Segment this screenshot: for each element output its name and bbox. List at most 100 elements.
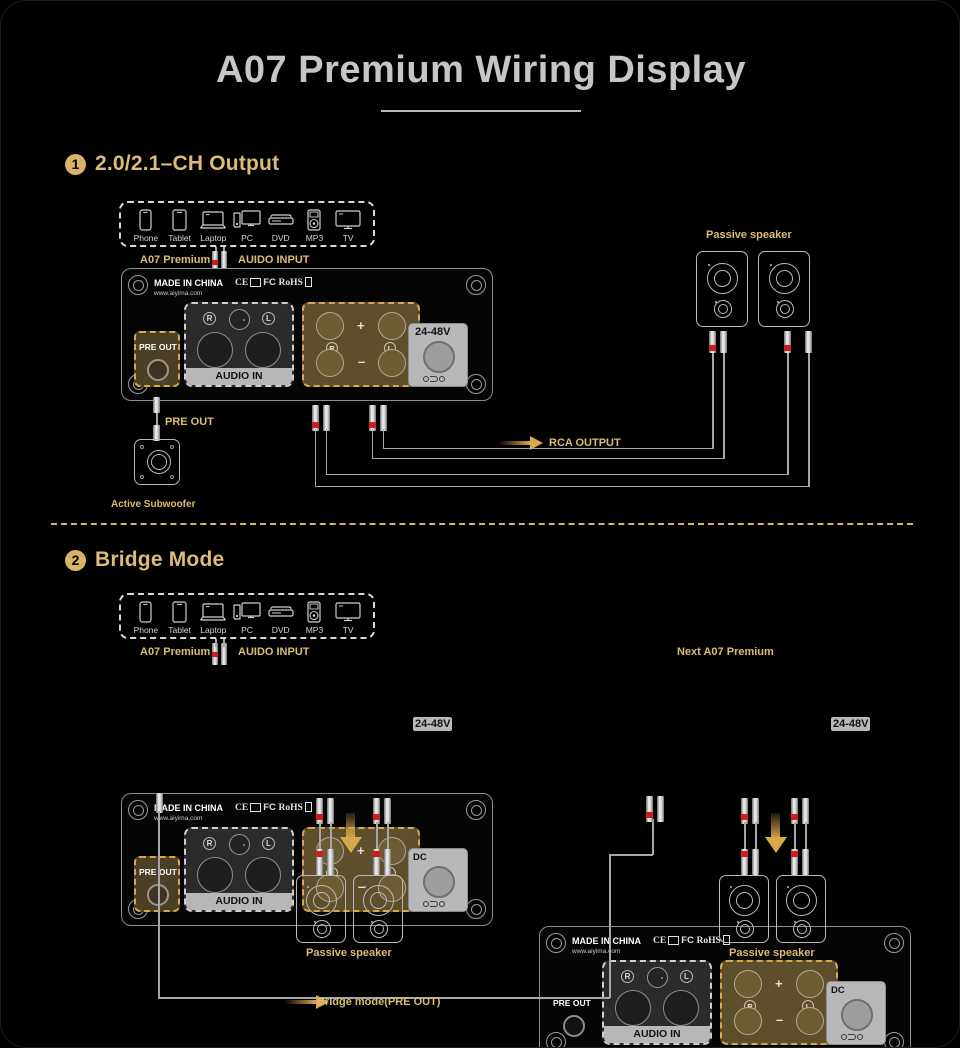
dc-power-module-3[interactable]: DC	[826, 981, 886, 1045]
audio-in-module-2[interactable]: R L AUDIO IN	[184, 827, 294, 912]
minus-marker: –	[358, 354, 366, 369]
b-spk-r1-plug-neg-top	[752, 798, 759, 824]
pre-out-group-2[interactable]: PRE OUT	[134, 856, 180, 912]
rca-jack-left[interactable]	[663, 990, 699, 1026]
pre-out-group-1[interactable]: PRE OUT	[134, 331, 180, 387]
binding-post-r-minus[interactable]	[316, 349, 344, 377]
dc-power-jack[interactable]	[841, 999, 873, 1031]
bridge-wire-riser	[652, 819, 654, 855]
dc-power-jack[interactable]	[423, 341, 455, 373]
aux-jack[interactable]	[647, 967, 668, 988]
pre-out-label: PRE OUT	[553, 998, 591, 1008]
passive-speaker-caption-2-left: Passive speaker	[306, 947, 392, 959]
source-device-label: TV	[342, 233, 354, 243]
preout-plug-bottom	[153, 425, 160, 441]
rca-plug-red-1	[212, 251, 218, 273]
b-spk-r1-plug-pos-top	[741, 798, 748, 824]
woofer-inner	[714, 270, 731, 287]
bridge-wire-horizontal	[158, 997, 610, 999]
b-spk-r1-plug-pos-bot	[741, 849, 748, 875]
b-spk-r1-wire-b	[755, 822, 757, 854]
passive-speaker-caption-2-right: Passive speaker	[729, 947, 815, 959]
pre-out-group-3[interactable]: PRE OUT	[552, 989, 598, 1045]
speaker-terminal-block-3[interactable]: + R L –	[720, 960, 838, 1045]
binding-post-l-plus[interactable]	[378, 837, 406, 865]
pc-icon	[231, 207, 263, 232]
binding-post-l-minus[interactable]	[796, 1007, 824, 1035]
tweeter-inner	[718, 304, 728, 314]
pc-icon	[231, 599, 263, 624]
aux-jack[interactable]	[229, 309, 250, 330]
rca-left-label: L	[262, 837, 275, 850]
bridge-arrow-tail-left	[346, 813, 355, 839]
panel-screw-icon	[546, 933, 566, 953]
binding-post-r-plus[interactable]	[734, 970, 762, 998]
subwoofer-caption: Active Subwoofer	[111, 499, 196, 510]
minus-marker: –	[358, 879, 366, 894]
b-spk-l2-plug-neg-bot	[384, 849, 391, 875]
speaker-plug-r-pos	[312, 405, 319, 431]
source-device-label: DVD	[271, 233, 290, 243]
source-device-label: Tablet	[168, 625, 191, 635]
dc-power-module-2[interactable]: DC	[408, 848, 468, 912]
speaker-plug-r-neg	[323, 405, 330, 431]
binding-post-r-plus[interactable]	[316, 312, 344, 340]
passive-speaker-left-2a	[296, 875, 346, 943]
source-device-tablet: Tablet	[164, 207, 196, 243]
active-subwoofer-icon	[134, 439, 180, 485]
dc-power-jack[interactable]	[423, 866, 455, 898]
aux-jack[interactable]	[229, 834, 250, 855]
rca-right-label: R	[203, 312, 216, 325]
binding-post-l-plus[interactable]	[796, 970, 824, 998]
passive-speaker-right-2a	[719, 875, 769, 943]
preout-plug-top	[153, 397, 160, 413]
b-spk-l1-wire-a	[319, 822, 321, 854]
b-spk-l2-plug-neg-top	[384, 798, 391, 824]
woofer-inner	[793, 892, 810, 909]
source-device-tv: TV	[332, 207, 364, 243]
panel-screw-icon	[884, 1032, 904, 1047]
woofer-inner	[313, 892, 330, 909]
pre-out-wire-label-1: PRE OUT	[165, 416, 214, 428]
binding-post-l-minus[interactable]	[378, 349, 406, 377]
arrow-tail	[498, 441, 530, 445]
rca-jack-right[interactable]	[615, 990, 651, 1026]
pre-out-jack[interactable]	[563, 1015, 585, 1037]
source-device-label: PC	[241, 625, 253, 635]
speaker-plug-l-neg	[380, 405, 387, 431]
amp-name-label-2: A07 Premium	[140, 646, 211, 658]
binding-post-l-plus[interactable]	[378, 312, 406, 340]
rca-jack-left[interactable]	[245, 332, 281, 368]
dc-voltage-label-2: 24-48V	[413, 717, 453, 731]
rca-jack-right[interactable]	[197, 332, 233, 368]
woofer-icon	[707, 263, 738, 294]
dvd-icon	[265, 207, 297, 232]
website-label: www.aiyima.com	[154, 290, 203, 297]
audio-in-label: AUDIO IN	[186, 368, 292, 385]
audio-in-label: AUDIO IN	[604, 1026, 710, 1043]
tweeter-inner	[780, 304, 790, 314]
pre-out-jack[interactable]	[147, 359, 169, 381]
tablet-icon	[164, 599, 196, 624]
spk2-plug-pos	[784, 331, 791, 353]
rca-jack-right[interactable]	[197, 857, 233, 893]
speaker-wire-route-near	[372, 429, 724, 459]
b-spk-l2-wire-b	[387, 822, 389, 854]
woofer-inner	[736, 892, 753, 909]
speaker-wire-route-far2	[326, 429, 788, 475]
rca-jack-left[interactable]	[245, 857, 281, 893]
tv-icon	[332, 207, 364, 232]
audio-in-module-1[interactable]: R L AUDIO IN	[184, 302, 294, 387]
source-device-phone: Phone	[130, 207, 162, 243]
speaker-terminal-block-1[interactable]: + R L –	[302, 302, 420, 387]
laptop-icon	[197, 599, 229, 624]
arrow-tail	[284, 1000, 316, 1004]
arrow-head-icon	[316, 995, 329, 1009]
speaker-wire-route-near2	[383, 429, 713, 449]
audio-in-module-3[interactable]: R L AUDIO IN	[602, 960, 712, 1045]
dc-voltage-label-1: 24-48V	[413, 325, 453, 339]
binding-post-r-minus[interactable]	[734, 1007, 762, 1035]
b-spk-r2-plug-pos-bot	[791, 849, 798, 875]
